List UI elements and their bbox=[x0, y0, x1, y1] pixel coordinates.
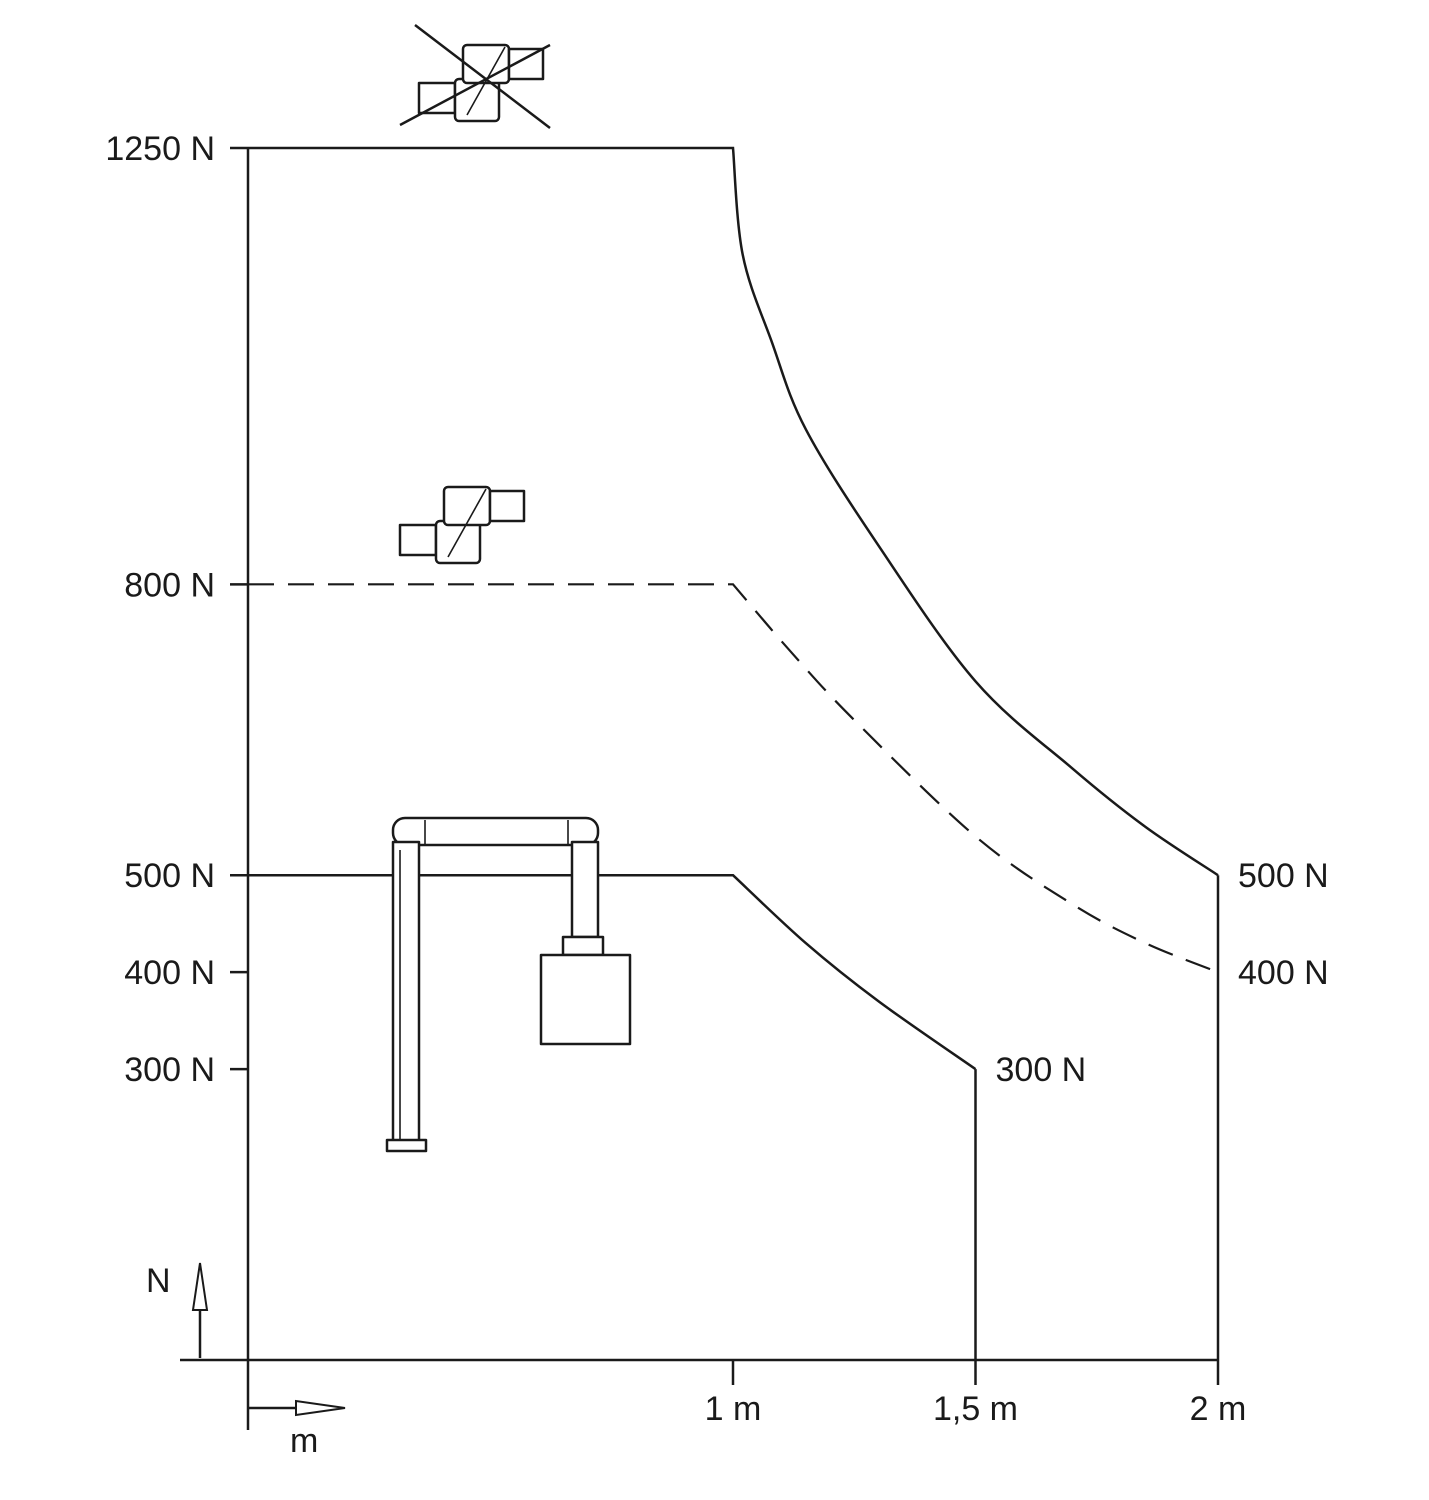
series-line-3 bbox=[248, 873, 977, 1071]
series-line-1 bbox=[248, 146, 1219, 877]
y-unit-label: N bbox=[146, 1262, 171, 1300]
y-tick-label: 400 N bbox=[124, 954, 215, 992]
y-tick-label: 300 N bbox=[124, 1051, 215, 1089]
series-end-label: 300 N bbox=[996, 1051, 1087, 1089]
y-tick-label: 500 N bbox=[124, 857, 215, 895]
gantry-crane-icon bbox=[385, 816, 632, 1153]
y-tick-label: 1250 N bbox=[105, 130, 215, 168]
series-end-labels: 500 N 400 N 300 N bbox=[996, 857, 1329, 1089]
x-tick-label: 2 m bbox=[1190, 1390, 1247, 1428]
series-end-label: 400 N bbox=[1238, 954, 1329, 992]
series-group bbox=[248, 146, 1220, 1360]
axes bbox=[180, 146, 1220, 1430]
double-jib-icon bbox=[398, 485, 526, 565]
x-unit-label: m bbox=[290, 1422, 318, 1460]
series-line-2 bbox=[248, 583, 1219, 974]
x-tick-label: 1,5 m bbox=[933, 1390, 1018, 1428]
x-unit-arrow: m bbox=[248, 1399, 346, 1460]
x-tick-label: 1 m bbox=[705, 1390, 762, 1428]
series-end-label: 500 N bbox=[1238, 857, 1329, 895]
y-unit-arrow: N bbox=[146, 1262, 209, 1358]
double-jib-icon-crossed bbox=[399, 24, 551, 129]
y-tick-label: 800 N bbox=[124, 566, 215, 604]
y-tick-labels: 1250 N 800 N 500 N 400 N 300 N bbox=[105, 130, 215, 1089]
x-tick-labels: 1 m 1,5 m 2 m bbox=[705, 1390, 1247, 1428]
